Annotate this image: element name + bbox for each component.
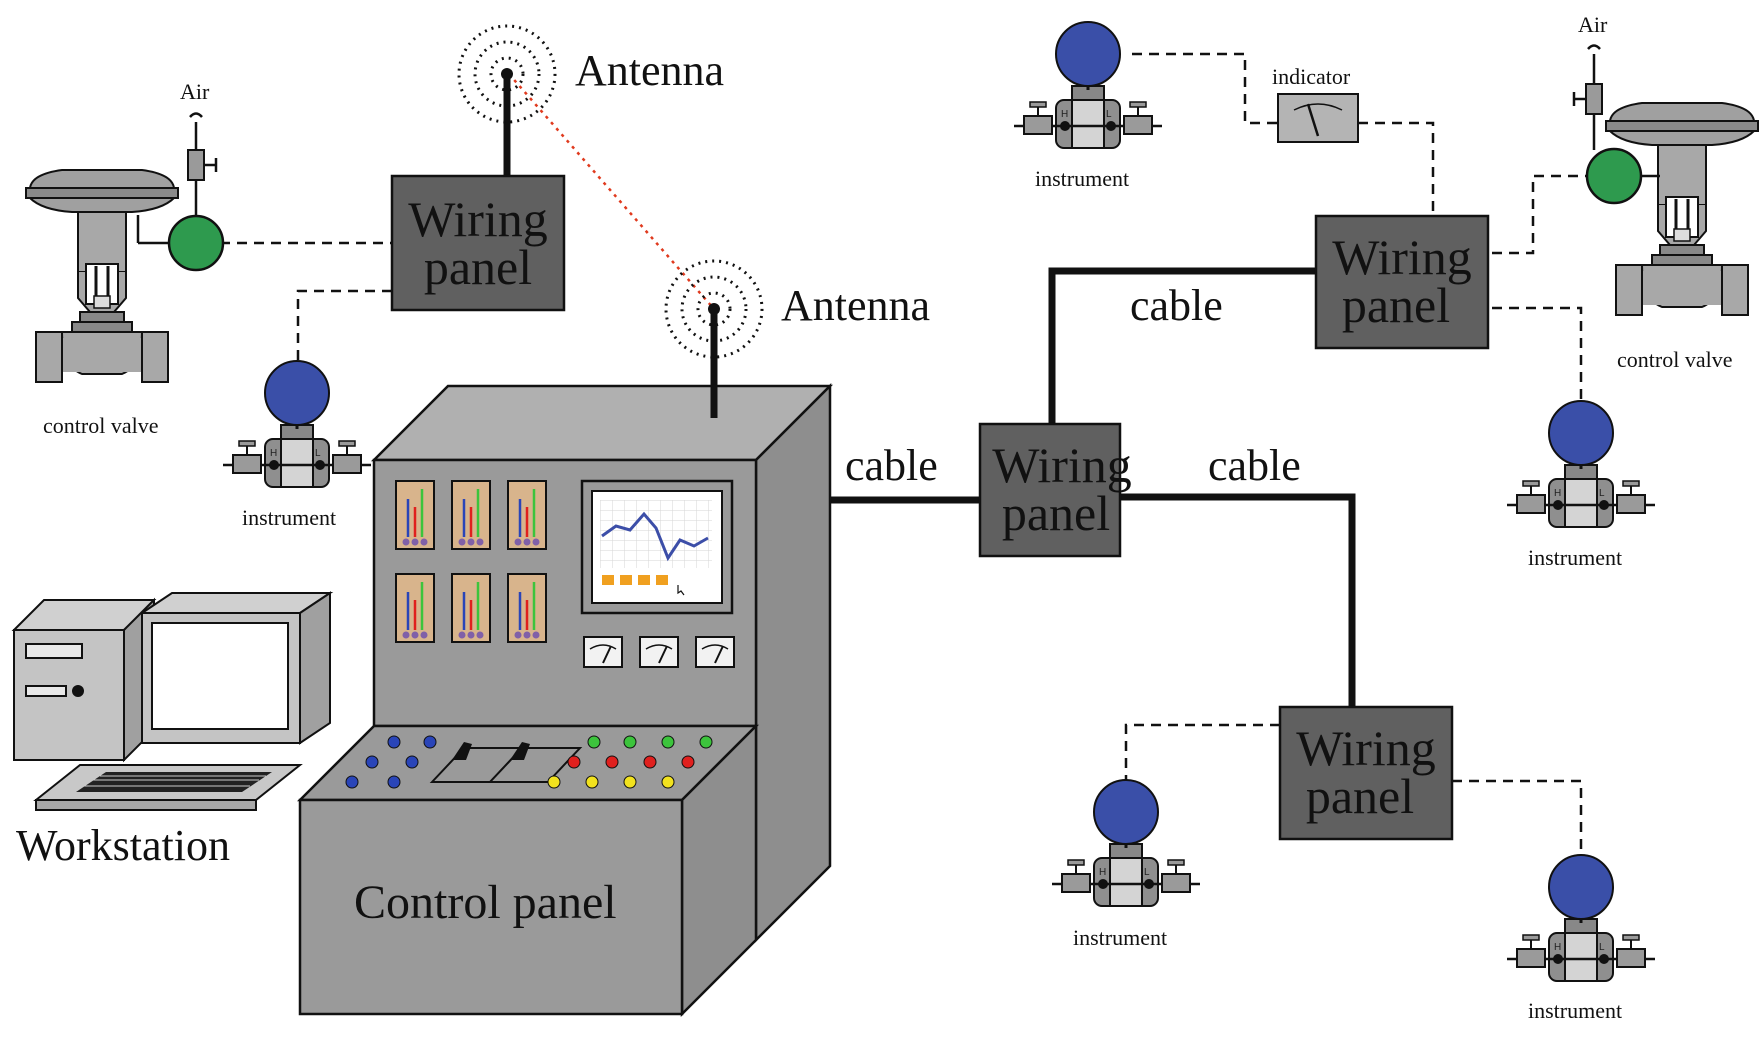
control-valve-label: control valve (1617, 347, 1732, 372)
pressure-transmitter-icon: H L (1505, 399, 1657, 529)
svg-text:H: H (270, 448, 277, 459)
wiring-panel-label-line1: Wiring (1296, 720, 1436, 776)
signal-wire-5 (1492, 174, 1586, 255)
signal-wire-2 (296, 289, 392, 361)
instrument-label: instrument (1073, 925, 1167, 950)
cable-edge-3 (1048, 267, 1318, 424)
antenna-icon (457, 24, 557, 124)
cable-label: cable (1208, 441, 1301, 490)
svg-text:L: L (1144, 867, 1150, 878)
pressure-transmitter-icon: H L (221, 359, 373, 489)
keyboard-icon (33, 764, 303, 811)
signal-wire-7 (1124, 723, 1280, 780)
svg-text:L: L (1599, 942, 1605, 953)
wiring-panel-label-line2: panel (424, 239, 532, 295)
analog-indicator-icon (1277, 93, 1359, 143)
pressure-transmitter-icon: H L (1012, 20, 1164, 150)
computer-icon (11, 591, 334, 763)
instrument-label: instrument (1528, 545, 1622, 570)
signal-wire-6 (1492, 306, 1583, 400)
wiring-panel-label-line1: Wiring (408, 191, 548, 247)
wiring-panel-label-line2: panel (1342, 277, 1450, 333)
antenna-label: Antenna (781, 281, 930, 330)
svg-text:L: L (1599, 488, 1605, 499)
positioner-icon (1585, 147, 1643, 205)
svg-text:H: H (1061, 109, 1068, 120)
wiring-panel-label-line1: Wiring (1332, 229, 1472, 285)
wiring-panel-label-line2: panel (1306, 768, 1414, 824)
control-valve-icon (24, 112, 225, 384)
svg-text:H: H (1554, 942, 1561, 953)
pressure-transmitter-icon: H L (1505, 853, 1657, 983)
cable-label: cable (1130, 281, 1223, 330)
svg-text:H: H (1099, 867, 1106, 878)
indicator-label: indicator (1272, 64, 1351, 89)
wiring-panel: Wiring panel (978, 422, 1132, 558)
signal-wire-4 (1358, 121, 1435, 216)
wiring-panel-label-line2: panel (1002, 485, 1110, 541)
control-valve-label: control valve (43, 413, 158, 438)
control-cabinet-icon (296, 309, 834, 1018)
workstation-label: Workstation (16, 821, 230, 870)
pressure-transmitter-icon: H L (1050, 778, 1202, 908)
svg-text:L: L (315, 448, 321, 459)
wiring-panel-label-line1: Wiring (992, 437, 1132, 493)
air-label: Air (1578, 12, 1608, 37)
wiring-panel: Wiring panel (1278, 705, 1454, 841)
svg-text:L: L (1106, 109, 1112, 120)
cable-edge-2 (1052, 493, 1356, 707)
instrument-label: instrument (1035, 166, 1129, 191)
cable-label: cable (845, 441, 938, 490)
wiring-panel: Wiring panel (1314, 214, 1490, 350)
control-valve-icon (1572, 44, 1760, 317)
control-panel-label: Control panel (354, 876, 617, 929)
svg-text:H: H (1554, 488, 1561, 499)
antenna-label: Antenna (575, 46, 724, 95)
air-label: Air (180, 79, 210, 104)
positioner-icon (167, 214, 225, 272)
instrument-label: instrument (1528, 998, 1622, 1023)
signal-wire-8 (1452, 779, 1583, 855)
signal-wire-3 (1132, 52, 1278, 125)
instrument-label: instrument (242, 505, 336, 530)
wiring-panel: Wiring panel (390, 174, 566, 312)
